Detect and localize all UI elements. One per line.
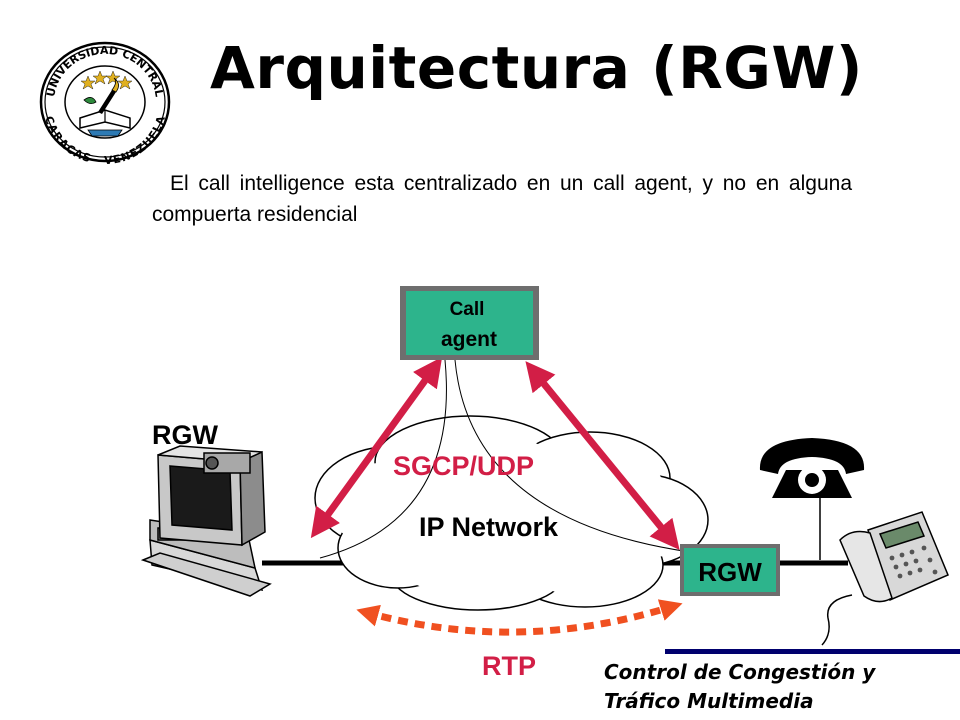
network-label: IP Network xyxy=(419,512,559,542)
call-agent-box: Call agent xyxy=(400,286,539,360)
footer-line1: Control de Congestión y xyxy=(604,660,876,684)
rtp-arrow xyxy=(356,599,683,636)
protocol-label: SGCP/UDP xyxy=(393,451,534,481)
computer-icon xyxy=(140,445,272,597)
footer-rule xyxy=(665,649,960,654)
footer-text: Control de Congestión y Tráfico Multimed… xyxy=(604,658,944,716)
rtp-label: RTP xyxy=(482,651,536,681)
sgcp-arrow-right xyxy=(525,361,680,550)
page-title: Arquitectura (RGW) xyxy=(210,34,863,102)
rgw-right-box: RGW xyxy=(680,544,780,596)
call-agent-label-line2: agent xyxy=(441,328,497,351)
university-seal-icon: UNIVERSIDAD CENTRAL CARACAS - VENEZUELA xyxy=(39,41,171,164)
call-agent-label-line1: Call xyxy=(450,299,485,320)
telephone-icon xyxy=(759,438,865,560)
description-text: El call intelligence esta centralizado e… xyxy=(152,172,852,226)
sgcp-arrow-left xyxy=(310,356,443,539)
rgw-left-label: RGW xyxy=(152,420,219,450)
desk-phone-icon xyxy=(821,511,949,646)
footer-line2: Tráfico Multimedia xyxy=(604,689,814,713)
rgw-right-label: RGW xyxy=(698,557,762,587)
